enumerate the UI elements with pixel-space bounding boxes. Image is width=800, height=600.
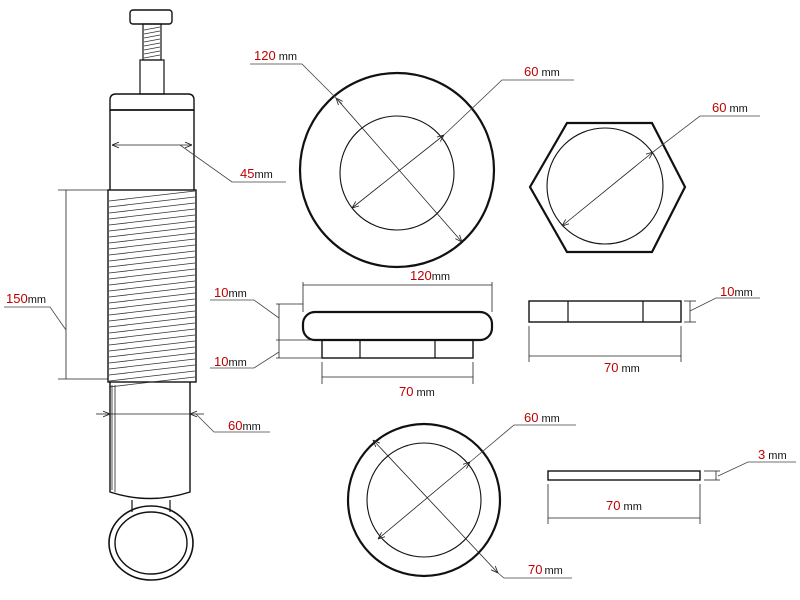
thread-line [108, 250, 196, 262]
hex-outline [528, 121, 687, 254]
leader-10-hex [689, 297, 760, 312]
side-top-plate [301, 310, 494, 342]
top-cap [109, 93, 195, 111]
thread-line [108, 256, 196, 268]
thread-line [108, 334, 196, 346]
thread-line [108, 292, 196, 304]
thread-line [143, 42, 161, 47]
thread-line [108, 316, 196, 328]
thread-line [108, 196, 196, 208]
side-base [321, 339, 474, 359]
thread-line [108, 208, 196, 220]
shock-absorber: 45mm 150mm 60mm [4, 9, 286, 581]
leader-3 [717, 461, 796, 477]
thread-line [108, 304, 196, 316]
thread-line [108, 370, 196, 382]
thread-line [108, 280, 196, 292]
thread-line [143, 50, 161, 55]
leader-60-ring [443, 79, 574, 136]
plate-body [547, 470, 701, 481]
thread-line [108, 298, 196, 310]
thread-line [108, 286, 196, 298]
hex-inner-circle [546, 127, 664, 245]
dim-line-60-ring [352, 135, 444, 208]
thread-line [108, 268, 196, 280]
eye-outer [108, 505, 194, 581]
thread-line [143, 54, 161, 59]
thread-line [108, 202, 196, 214]
lower-body-edge [111, 385, 116, 492]
thread-line [108, 328, 196, 340]
dim-label-60-body: 60mm [228, 418, 261, 433]
leader-120-ring [250, 63, 343, 105]
leader-10-top [210, 299, 280, 319]
thread-line [108, 238, 196, 250]
thread-line [108, 310, 196, 322]
hex-side-body [528, 300, 682, 323]
thread-line [143, 26, 161, 31]
plain-rod [139, 59, 165, 95]
thread-line [143, 38, 161, 43]
dim-label-150: 150mm [6, 291, 46, 306]
thread-line [108, 262, 196, 274]
thread-line [143, 30, 161, 35]
thread-line [108, 244, 196, 256]
thread-line [143, 34, 161, 39]
thread-line [108, 358, 196, 370]
dim-label-3: 3 mm [758, 447, 787, 462]
thread-line [108, 376, 196, 388]
body-threads [108, 190, 196, 388]
dim-line-70-washer [373, 440, 498, 573]
thread-line [108, 274, 196, 286]
top-knob [129, 9, 173, 25]
upper-body [109, 109, 195, 190]
dim-label-10-bottom: 10mm [214, 354, 247, 369]
thread-line [108, 214, 196, 226]
thread-line [108, 346, 196, 358]
dim-line-60-hex [562, 152, 653, 226]
thread-line [108, 226, 196, 238]
thread-line [108, 190, 196, 202]
thread-line [108, 322, 196, 334]
dim-label-10-top: 10mm [214, 285, 247, 300]
rod-threads [143, 26, 161, 59]
leader-10-bottom [210, 351, 280, 369]
dim-line-60-washer [378, 462, 470, 539]
leader-45 [179, 144, 286, 183]
dim-label-120-side: 120mm [410, 268, 450, 283]
ring-outer-circle [298, 71, 496, 269]
washer-outer-circle [346, 422, 502, 578]
thin-plate: 3 mm 70 mm [547, 447, 796, 524]
thread-line [108, 364, 196, 376]
dim-line-120-ring [336, 98, 462, 242]
lower-body [109, 382, 191, 500]
dim-label-70-plate: 70 mm [606, 498, 642, 513]
thread-line [108, 220, 196, 232]
leader-60-body [195, 413, 270, 433]
thread-line [108, 232, 196, 244]
dim-label-45: 45mm [240, 166, 273, 181]
thread-line [108, 352, 196, 364]
eye-inner [114, 511, 188, 575]
leader-150 [4, 306, 67, 331]
thread-line [108, 340, 196, 352]
leader-60-washer [469, 424, 576, 463]
thread-line [143, 46, 161, 51]
dim-label-10-hex: 10mm [720, 284, 753, 299]
leader-70-washer [497, 572, 572, 579]
leader-60-hex [652, 115, 760, 153]
